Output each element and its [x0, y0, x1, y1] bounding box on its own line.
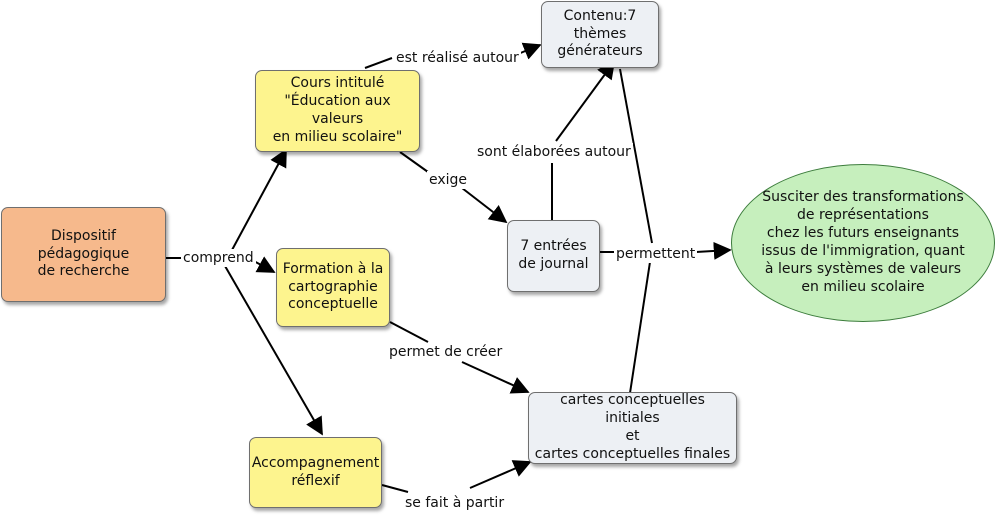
line-cours-exige	[399, 151, 429, 173]
link-label-comprend: comprend	[181, 249, 256, 267]
arrow-sefait-cartes	[469, 460, 532, 489]
arrow-permet-cartes	[461, 361, 530, 394]
arrow-elaborees-contenu	[555, 60, 616, 142]
node-dispositif: Dispositif pédagogique de recherche	[1, 207, 166, 302]
link-label-se-fait: se fait à partir	[403, 494, 507, 512]
line-accompagnement-sefait	[381, 484, 409, 493]
link-label-est-realise: est réalisé autour	[394, 49, 521, 67]
node-susciter: Susciter des transformations de représen…	[731, 164, 995, 322]
line-cours-realise	[364, 57, 393, 69]
link-label-exige: exige	[427, 171, 470, 189]
node-accompagnement: Accompagnement réflexif	[249, 437, 382, 508]
arrow-realise-contenu	[517, 42, 542, 60]
node-entrees: 7 entrées de journal	[507, 220, 600, 292]
link-label-sont-elaborees: sont élaborées autour	[475, 143, 633, 161]
node-cartes: cartes conceptuelles initiales et cartes…	[528, 392, 737, 464]
node-contenu: Contenu:7 thèmes générateurs	[541, 1, 659, 68]
link-label-permet-creer: permet de créer	[387, 343, 505, 361]
line-cartes-permettent	[629, 261, 651, 394]
line-contenu-permettent	[619, 68, 653, 244]
line-formation-permet	[389, 321, 429, 343]
arrow-exige-entrees	[461, 187, 508, 224]
arrow-comprend-accompagnement	[224, 265, 323, 436]
link-label-permettent: permettent	[614, 245, 698, 263]
node-cours: Cours intitulé "Éducation aux valeurs en…	[255, 70, 420, 152]
node-formation: Formation à la cartographie conceptuelle	[276, 248, 390, 327]
arrow-comprend-cours	[231, 148, 287, 251]
arrow-comprend-formation	[251, 256, 276, 273]
arrow-permettent-susciter	[695, 241, 732, 260]
